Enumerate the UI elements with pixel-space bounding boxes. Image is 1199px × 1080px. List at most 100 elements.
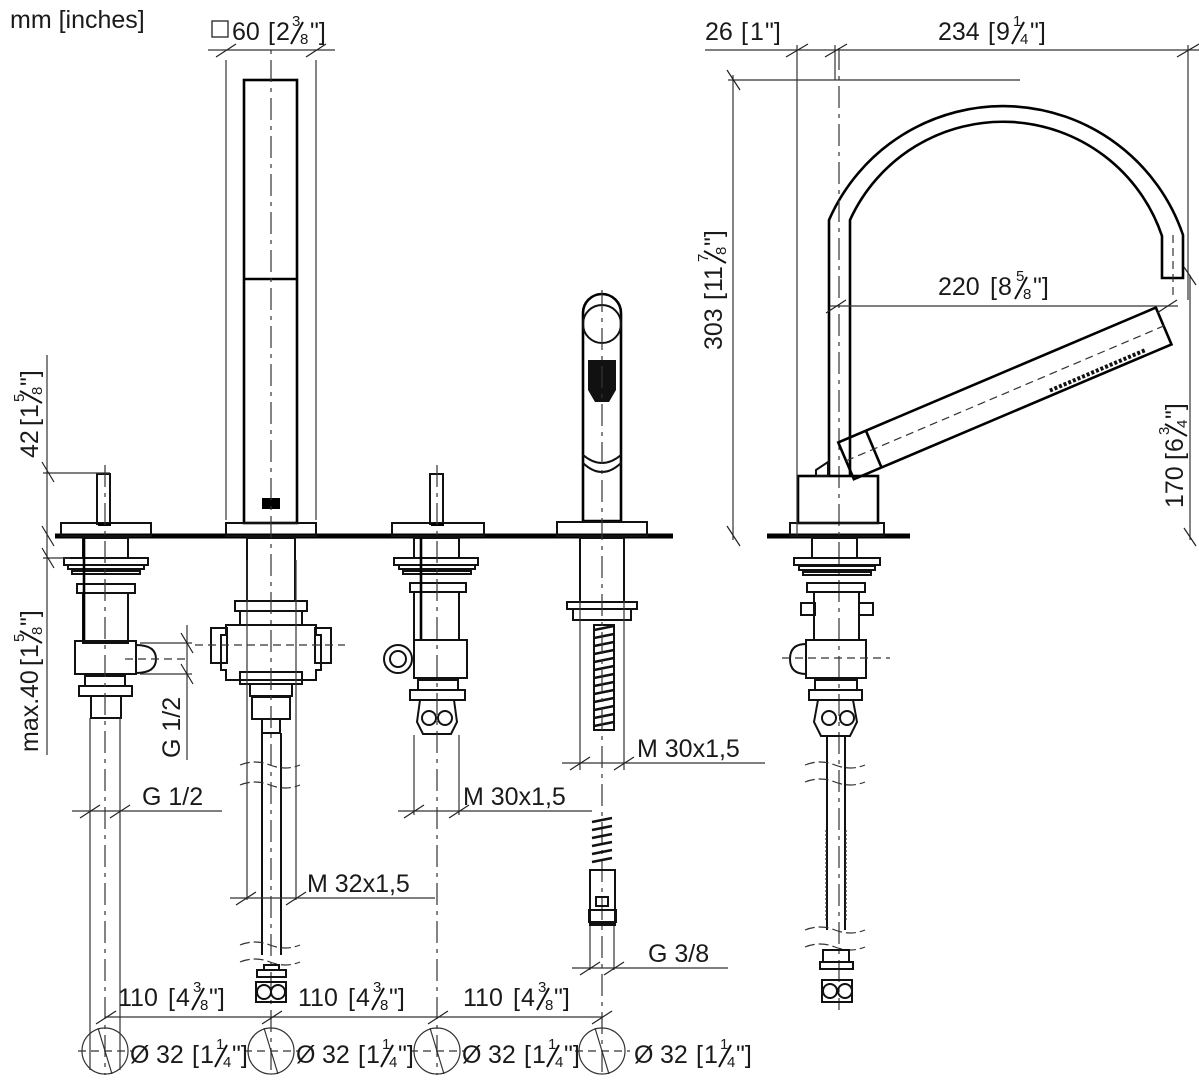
svg-text:8: 8: [713, 247, 730, 255]
label-handshower-square: 60 [ 2 3 8 "]: [211, 13, 326, 48]
svg-text:Ø: Ø: [634, 1041, 653, 1069]
label-spout-offset: 26 [ 1 "]: [705, 18, 781, 46]
svg-text:8: 8: [200, 997, 208, 1014]
svg-text:[: [: [192, 1041, 199, 1069]
svg-text:1: 1: [16, 404, 44, 418]
svg-text:1: 1: [720, 1036, 728, 1053]
svg-text:[: [: [700, 293, 728, 300]
svg-text:[: [: [1161, 453, 1189, 460]
svg-text:4: 4: [223, 1054, 231, 1071]
svg-text:4: 4: [176, 984, 190, 1012]
label-spout-height: 303 [ 11 7 8 "]: [695, 230, 730, 350]
svg-text:5: 5: [11, 634, 28, 642]
svg-text:1: 1: [366, 1041, 380, 1069]
right-valve: [383, 465, 485, 1075]
svg-text:[: [: [741, 18, 748, 46]
svg-text:"]: "]: [1033, 273, 1049, 301]
svg-text:2: 2: [276, 18, 290, 46]
svg-text:4: 4: [727, 1054, 735, 1071]
svg-text:[: [: [524, 1041, 531, 1069]
svg-text:3: 3: [1156, 427, 1173, 435]
svg-text:Ø: Ø: [296, 1041, 315, 1069]
svg-text:303: 303: [700, 308, 728, 350]
svg-text:1: 1: [750, 18, 764, 46]
svg-text:1: 1: [1013, 13, 1021, 30]
dimension-labels: 60 [ 2 3 8 "] 26 [ 1 "] 234 [ 9 1 4 "] 2…: [11, 13, 1191, 1071]
svg-text:"]: "]: [16, 610, 44, 626]
svg-text:4: 4: [1020, 31, 1028, 48]
svg-text:"]: "]: [16, 370, 44, 386]
label-deck-thickness: max. 40 [ 1 5 8 "]: [11, 610, 46, 752]
svg-text:1: 1: [532, 1041, 546, 1069]
label-hose-connection: G 3/8: [648, 940, 709, 968]
svg-text:"]: "]: [389, 984, 405, 1012]
svg-text:[: [: [513, 984, 520, 1012]
svg-text:[: [: [16, 659, 44, 666]
svg-text:max.: max.: [16, 698, 44, 752]
svg-text:[: [: [348, 984, 355, 1012]
svg-text:3: 3: [538, 979, 546, 996]
svg-text:4: 4: [1174, 420, 1191, 428]
svg-text:8: 8: [998, 273, 1012, 301]
label-hole-3: Ø 32 [ 1 1 4 "]: [462, 1036, 580, 1071]
units-label: mm [inches]: [10, 6, 145, 34]
svg-text:"]: "]: [310, 18, 326, 46]
hand-shower: [556, 290, 648, 1075]
label-hole-2: Ø 32 [ 1 1 4 "]: [296, 1036, 414, 1071]
svg-text:5: 5: [11, 394, 28, 402]
label-hole-4: Ø 32 [ 1 1 4 "]: [634, 1036, 752, 1071]
svg-text:7: 7: [695, 254, 712, 262]
svg-text:42: 42: [16, 430, 44, 458]
label-spout-reach: 220 [ 8 5 8 "]: [938, 268, 1049, 303]
svg-text:Ø: Ø: [462, 1041, 481, 1069]
svg-text:"]: "]: [398, 1041, 414, 1069]
svg-text:4: 4: [555, 1054, 563, 1071]
svg-text:"]: "]: [554, 984, 570, 1012]
svg-text:"]: "]: [564, 1041, 580, 1069]
label-hole-1: Ø 32 [ 1 1 4 "]: [130, 1036, 248, 1071]
svg-text:234: 234: [938, 18, 980, 46]
svg-text:60: 60: [232, 18, 260, 46]
hose-end: [588, 816, 617, 970]
svg-text:"]: "]: [232, 1041, 248, 1069]
svg-text:110: 110: [298, 984, 338, 1012]
svg-text:8: 8: [545, 997, 553, 1014]
svg-text:110: 110: [118, 984, 158, 1012]
svg-text:"]: "]: [765, 18, 781, 46]
svg-text:[: [: [168, 984, 175, 1012]
svg-text:1: 1: [704, 1041, 718, 1069]
front-view: [55, 22, 673, 1075]
svg-text:32: 32: [156, 1041, 184, 1069]
svg-text:3: 3: [193, 979, 201, 996]
label-handshower-height: 170 [ 6 3 4 "]: [1156, 403, 1191, 508]
threaded-hose: [593, 624, 615, 731]
svg-text:8: 8: [29, 627, 46, 635]
svg-text:"]: "]: [1030, 18, 1046, 46]
label-valve-left-base: G 1/2: [142, 783, 203, 811]
svg-text:40: 40: [16, 670, 44, 698]
svg-text:110: 110: [463, 984, 503, 1012]
svg-text:3: 3: [292, 13, 300, 30]
svg-text:32: 32: [660, 1041, 688, 1069]
svg-text:26: 26: [705, 18, 733, 46]
hole-circles: [78, 1027, 630, 1075]
label-handshower-base: M 30x1,5: [637, 735, 740, 763]
svg-text:1: 1: [200, 1041, 214, 1069]
svg-text:4: 4: [521, 984, 535, 1012]
svg-text:[: [: [16, 419, 44, 426]
svg-text:32: 32: [488, 1041, 516, 1069]
svg-text:"]: "]: [736, 1041, 752, 1069]
svg-text:6: 6: [1161, 438, 1189, 452]
side-view: [767, 48, 1185, 1010]
label-valve-right-base: M 30x1,5: [463, 783, 566, 811]
svg-text:170: 170: [1161, 466, 1189, 508]
side-hand-shower: [836, 305, 1174, 481]
svg-text:8: 8: [29, 387, 46, 395]
svg-text:8: 8: [300, 31, 308, 48]
svg-text:220: 220: [938, 273, 980, 301]
svg-text:[: [: [358, 1041, 365, 1069]
label-spout-reach-total: 234 [ 9 1 4 "]: [938, 13, 1046, 48]
svg-text:8: 8: [380, 997, 388, 1014]
svg-text:1: 1: [382, 1036, 390, 1053]
diverter-column: [195, 22, 345, 1075]
